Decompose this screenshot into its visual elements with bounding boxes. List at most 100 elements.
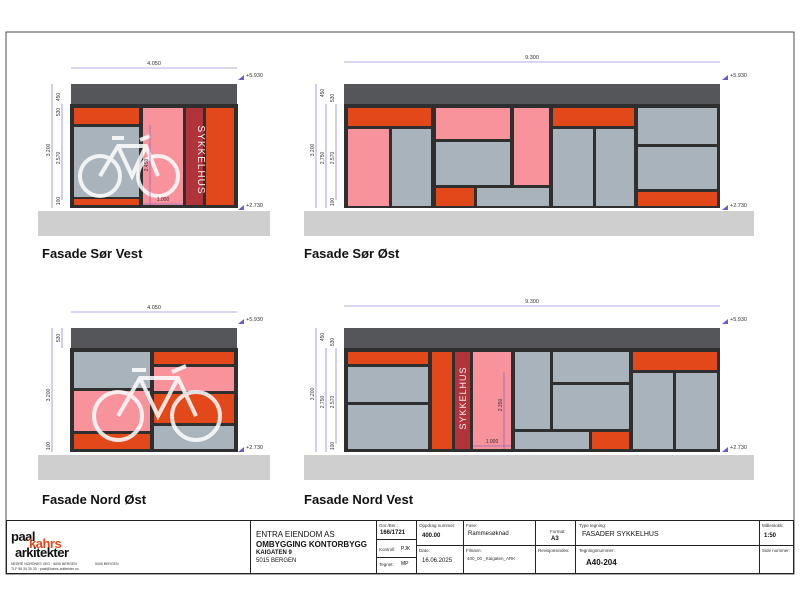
sign-panel bbox=[186, 108, 203, 205]
title-block: paal kahrs arkitekter NEDRE NORDNES VEG … bbox=[6, 520, 794, 574]
pink-panel bbox=[436, 108, 510, 139]
scale-cell: Målestokk: 1:50 Side nummer: bbox=[759, 521, 794, 573]
orange-panel bbox=[348, 352, 428, 364]
orange-panel bbox=[592, 432, 629, 449]
oppdrag-label: Oppdrag nummer: bbox=[419, 523, 456, 528]
bottom-level: +2.730 bbox=[730, 203, 747, 209]
dim-left: 3.200 bbox=[310, 144, 316, 157]
top-level: +5.930 bbox=[730, 317, 747, 323]
project-name: OMBYGGING KONTORBYGG bbox=[256, 540, 367, 549]
top-level: +5.930 bbox=[246, 73, 263, 79]
tegnet-value: MP bbox=[401, 561, 409, 567]
ground bbox=[38, 455, 270, 480]
roof bbox=[71, 84, 237, 104]
logo-address: NEDRE NORDNES VEG · 5005 BERGEN bbox=[11, 562, 77, 566]
revisjon-label: Revisjonsindex: bbox=[538, 548, 570, 553]
facade-sor-ost: 9.300 450 530 3.200 2.750 2.570 100 +5.9… bbox=[304, 55, 754, 236]
gnr-label: Gnr./Bnr.: bbox=[379, 523, 399, 528]
door-height-dim: 2.450 bbox=[144, 159, 150, 172]
facade-nord-ost: 4.050 530 3.200 100 +5.930 +2.730 bbox=[38, 305, 270, 480]
logo-line: kahrs bbox=[29, 536, 62, 551]
dato-value: 16.06.2025 bbox=[422, 558, 453, 564]
logo-line: arkitekter bbox=[15, 545, 69, 560]
ground bbox=[304, 211, 754, 236]
orange-panel bbox=[154, 352, 234, 364]
roof bbox=[344, 84, 720, 104]
fase-cell: Fase: Rammesøknad Filnavn: 400_00 _Kaiga… bbox=[463, 521, 535, 573]
gnr-cell: Gnr./Bnr.: 166/1721 Kontroll: PJK Tegnet… bbox=[376, 521, 416, 573]
glass-panel bbox=[515, 352, 550, 429]
sheet-border bbox=[5, 31, 795, 575]
glass-panel bbox=[392, 129, 431, 206]
bottom-level: +2.730 bbox=[246, 203, 263, 209]
orange-panel bbox=[74, 434, 150, 449]
glass-panel bbox=[638, 147, 717, 189]
tegnet-label: Tegnet: bbox=[379, 562, 394, 567]
dim-left: 450 bbox=[56, 93, 62, 102]
glass-panel bbox=[638, 108, 717, 144]
client-name: ENTRA EIENDOM AS bbox=[256, 530, 335, 539]
filnavn-label: Filnavn: bbox=[466, 548, 482, 553]
orange-panel bbox=[553, 108, 634, 126]
oppdrag-cell: Oppdrag nummer: 400.00 Dato: 16.06.2025 bbox=[416, 521, 463, 573]
dim-left: 450 bbox=[320, 333, 326, 342]
orange-panel bbox=[436, 188, 474, 206]
orange-panel bbox=[206, 108, 234, 205]
dim-left: 2.570 bbox=[330, 396, 336, 409]
top-level: +5.930 bbox=[246, 317, 263, 323]
glass-panel bbox=[74, 108, 139, 124]
sign-panel bbox=[455, 352, 470, 449]
facade-nord-vest: SYKKELHUS 9.300 450 530 3.200 2.750 2.57… bbox=[304, 299, 754, 480]
malestokk-label: Målestokk: bbox=[762, 523, 784, 528]
tegning-label: Tegningsnummer: bbox=[579, 548, 615, 553]
roof bbox=[71, 328, 237, 348]
dim-left: 3.200 bbox=[310, 388, 316, 401]
orange-panel bbox=[638, 192, 717, 206]
pink-panel bbox=[74, 391, 150, 431]
dim-left: 530 bbox=[330, 338, 336, 347]
dim-left: 100 bbox=[56, 197, 62, 206]
gnr-value: 166/1721 bbox=[380, 530, 406, 536]
tegning-value: A40-204 bbox=[586, 558, 617, 567]
bicycle-icon bbox=[92, 364, 222, 442]
company-logo: paal kahrs arkitekter NEDRE NORDNES VEG … bbox=[9, 523, 129, 571]
oppdrag-value: 400.00 bbox=[422, 533, 441, 539]
glass-panel bbox=[348, 367, 428, 402]
door-height-dim: 2.350 bbox=[498, 399, 504, 412]
glass-panel bbox=[348, 405, 428, 449]
logo-address: 5005 BERGEN bbox=[95, 562, 119, 566]
dim-left: 100 bbox=[46, 442, 52, 451]
dim-left: 530 bbox=[330, 94, 336, 103]
dim-left: 2.570 bbox=[56, 152, 62, 165]
pink-panel bbox=[514, 108, 549, 185]
top-level: +5.930 bbox=[730, 73, 747, 79]
logo-line: paal bbox=[11, 529, 36, 544]
dim-left: 2.750 bbox=[320, 152, 326, 165]
malestokk-value: 1:50 bbox=[764, 533, 777, 539]
ground bbox=[38, 211, 270, 236]
side-label: Side nummer: bbox=[762, 548, 791, 553]
glass-panel bbox=[477, 188, 549, 206]
glass-panel bbox=[596, 129, 634, 206]
type-value: FASADER SYKKELHUS bbox=[582, 531, 659, 538]
filnavn-value: 400_00 _Kaigaten_ARK bbox=[467, 556, 516, 561]
width-dim: 4.050 bbox=[147, 305, 161, 311]
glass-panel bbox=[553, 352, 629, 382]
dim-left: 2.570 bbox=[330, 152, 336, 165]
door-width-dim: 1.000 bbox=[157, 197, 170, 203]
glass-panel bbox=[515, 432, 589, 449]
width-dim: 9.300 bbox=[525, 55, 539, 61]
dim-left: 100 bbox=[330, 442, 336, 451]
type-label: Type tegning: bbox=[579, 523, 607, 528]
facade-sor-vest: SYKKELHUS 4.050 450 530 3.200 2.570 100 … bbox=[38, 61, 270, 236]
bicycle-icon bbox=[78, 134, 180, 198]
format-cell: Format: A3 Revisjonsindex: bbox=[535, 521, 575, 573]
sign-text: SYKKELHUS bbox=[458, 366, 468, 429]
fase-label: Fase: bbox=[466, 523, 478, 528]
dato-label: Dato: bbox=[419, 548, 430, 553]
door-panel bbox=[473, 352, 511, 449]
fase-value: Rammesøknad bbox=[468, 531, 509, 537]
door-width-dim: 1.000 bbox=[486, 439, 499, 445]
project-city: 5015 BERGEN bbox=[256, 558, 297, 564]
format-label: Format: bbox=[550, 529, 566, 534]
